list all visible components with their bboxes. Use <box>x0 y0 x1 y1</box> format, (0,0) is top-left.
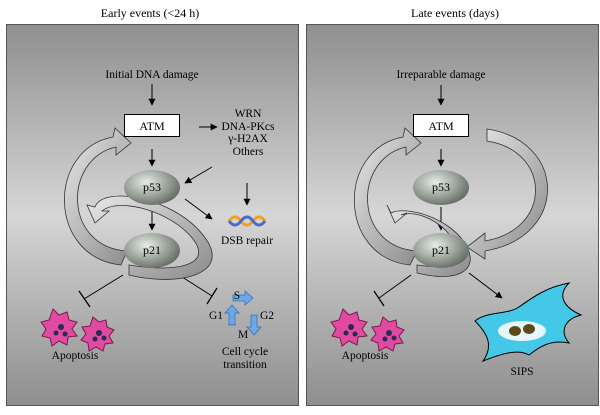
feedback-arrow-outer <box>353 127 422 266</box>
cell-cycle-icon <box>224 290 262 336</box>
cycle-phase-m: M <box>238 329 249 341</box>
senescent-cell-icon <box>474 282 583 363</box>
right-panel-title: Late events (days) <box>411 6 499 20</box>
p21-node: p21 <box>124 233 180 268</box>
initial-dna-damage-label: Initial DNA damage <box>105 69 199 81</box>
atm-to-p21-arrow <box>466 128 548 260</box>
p53-node: p53 <box>124 170 180 205</box>
apoptotic-cell-icon <box>330 308 368 347</box>
cell-cycle-transition-label: Cell cycle transition <box>221 346 269 371</box>
atm-target-others: Others <box>232 145 264 158</box>
atm-target-wrn: WRN <box>234 108 262 120</box>
feedback-arrow-outer <box>64 127 132 266</box>
atm-target-h2ax: γ-H2AX <box>228 133 268 145</box>
arrow-p21-sips <box>468 272 503 299</box>
apoptotic-cell-icon <box>40 308 78 347</box>
apoptotic-cell-icon <box>370 316 405 352</box>
sips-label: SIPS <box>510 366 534 378</box>
apoptotic-cell-icon <box>80 316 115 352</box>
p21-node: p21 <box>413 233 469 268</box>
inhibit-apoptosis <box>83 274 124 300</box>
apoptosis-label: Apoptosis <box>341 350 389 362</box>
cycle-phase-g2: G2 <box>259 310 275 322</box>
cycle-phase-g1: G1 <box>208 310 224 322</box>
inhibit-apoptosis-bar <box>78 290 91 308</box>
cycle-phase-s: S <box>233 290 241 302</box>
atm-targets-list: WRN DNA-PKcs γ-H2AX Others <box>213 108 283 158</box>
irreparable-damage-label: Irreparable damage <box>396 69 486 81</box>
dsb-repair-label: DSB repair <box>220 235 274 247</box>
feedback-arrow-inner <box>86 195 213 280</box>
inhibit-cell-cycle-bar <box>206 287 218 305</box>
atm-box: ATM <box>413 114 469 137</box>
early-events-diagram <box>40 84 267 352</box>
atm-target-dna-pkcs: DNA-PKcs <box>221 120 275 133</box>
late-events-panel: Irreparable damage ATM p53 p21 Apoptosis… <box>306 24 599 406</box>
left-panel-title: Early events (<24 h) <box>100 6 200 20</box>
p53-node: p53 <box>413 170 469 205</box>
late-events-diagram <box>330 85 583 363</box>
inhibit-apoptosis <box>378 274 412 299</box>
apoptosis-label: Apoptosis <box>51 350 99 362</box>
dna-helix-icon <box>227 215 267 227</box>
early-events-panel: Initial DNA damage ATM WRN DNA-PKcs γ-H2… <box>6 24 299 406</box>
inhibit-cell-cycle <box>178 274 213 297</box>
arrow-targets-p53 <box>184 166 213 184</box>
inhibit-apoptosis-bar <box>373 290 385 307</box>
atm-box: ATM <box>124 114 180 137</box>
arrow-p53-dsb <box>184 198 213 220</box>
